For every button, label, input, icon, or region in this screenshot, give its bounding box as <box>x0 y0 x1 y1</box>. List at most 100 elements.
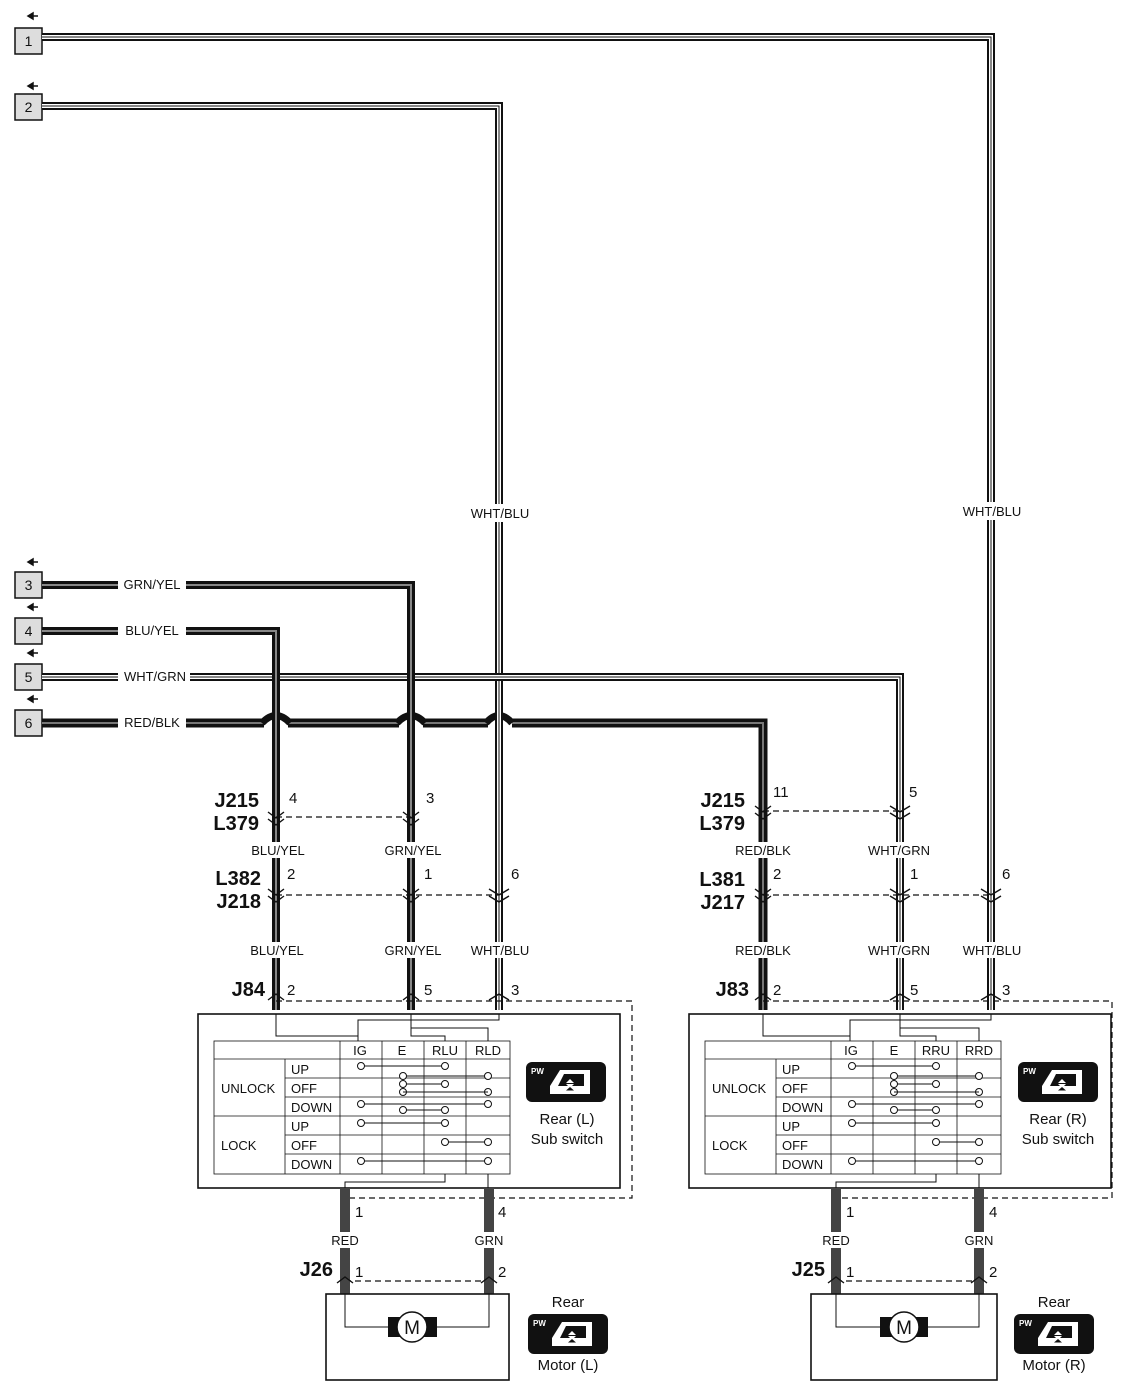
svg-text:11: 11 <box>773 784 789 801</box>
svg-text:UP: UP <box>291 1119 309 1134</box>
svg-text:OFF: OFF <box>291 1138 317 1153</box>
svg-text:1: 1 <box>846 1264 854 1281</box>
svg-text:1: 1 <box>910 866 918 883</box>
svg-text:Motor (L): Motor (L) <box>538 1357 599 1374</box>
svg-text:RLU: RLU <box>432 1043 458 1058</box>
svg-text:WHT/BLU: WHT/BLU <box>471 506 530 521</box>
svg-text:IG: IG <box>353 1043 367 1058</box>
right-switch-pw-icon <box>1018 1062 1098 1102</box>
svg-text:UP: UP <box>291 1062 309 1077</box>
wire-red-blk <box>42 718 768 1010</box>
svg-text:LOCK: LOCK <box>712 1138 748 1153</box>
ref-box-6: 6 <box>14 694 43 737</box>
svg-text:Rear: Rear <box>552 1294 585 1311</box>
svg-text:WHT/GRN: WHT/GRN <box>124 669 186 684</box>
svg-text:J217: J217 <box>701 892 746 914</box>
wire-crossovers <box>259 700 515 745</box>
svg-text:RRU: RRU <box>922 1043 950 1058</box>
wire-label-wht-blu-right: WHT/BLU <box>960 502 1024 520</box>
svg-text:UP: UP <box>782 1119 800 1134</box>
svg-text:RED: RED <box>822 1233 849 1248</box>
right-motor-pw-icon <box>1014 1314 1094 1354</box>
svg-text:J84: J84 <box>232 979 266 1001</box>
svg-text:6: 6 <box>25 715 33 731</box>
ref-box-4: 4 <box>14 602 43 645</box>
left-motor-pw-icon <box>528 1314 608 1354</box>
svg-text:3: 3 <box>426 790 434 807</box>
wire-labels-mid: BLU/YEL GRN/YEL RED/BLK WHT/GRN BLU/YEL … <box>248 842 1024 958</box>
svg-text:1: 1 <box>355 1204 363 1221</box>
svg-text:2: 2 <box>287 866 295 883</box>
svg-text:Rear: Rear <box>1038 1294 1071 1311</box>
svg-text:J26: J26 <box>300 1259 333 1281</box>
svg-text:E: E <box>398 1043 407 1058</box>
ref-box-5: 5 <box>14 648 43 691</box>
svg-text:4: 4 <box>25 623 33 639</box>
svg-text:DOWN: DOWN <box>782 1100 823 1115</box>
svg-text:GRN/YEL: GRN/YEL <box>384 943 441 958</box>
svg-text:WHT/GRN: WHT/GRN <box>868 943 930 958</box>
svg-text:WHT/BLU: WHT/BLU <box>471 943 530 958</box>
wire-label-blu-yel-top: BLU/YEL <box>118 621 186 639</box>
svg-text:WHT/GRN: WHT/GRN <box>868 843 930 858</box>
svg-text:L381: L381 <box>699 869 745 891</box>
ref-box-2: 2 <box>14 81 43 121</box>
svg-text:RLD: RLD <box>475 1043 501 1058</box>
left-motor: M Rear Motor (L) <box>325 1293 608 1381</box>
svg-text:UP: UP <box>782 1062 800 1077</box>
svg-text:5: 5 <box>424 982 432 999</box>
svg-text:2: 2 <box>989 1264 997 1281</box>
svg-text:2: 2 <box>25 99 33 115</box>
svg-text:GRN/YEL: GRN/YEL <box>123 577 180 592</box>
svg-text:3: 3 <box>1002 982 1010 999</box>
svg-text:BLU/YEL: BLU/YEL <box>125 623 178 638</box>
svg-text:J215: J215 <box>701 790 746 812</box>
wire-label-red-blk-top: RED/BLK <box>118 713 186 731</box>
svg-text:GRN: GRN <box>475 1233 504 1248</box>
svg-text:J83: J83 <box>716 979 749 1001</box>
svg-text:GRN: GRN <box>965 1233 994 1248</box>
svg-text:GRN/YEL: GRN/YEL <box>384 843 441 858</box>
svg-text:Sub switch: Sub switch <box>1022 1131 1095 1148</box>
svg-text:3: 3 <box>511 982 519 999</box>
svg-text:L379: L379 <box>213 813 259 835</box>
motor-wires: RED GRN RED GRN <box>320 1188 1002 1294</box>
svg-text:3: 3 <box>25 577 33 593</box>
svg-text:1: 1 <box>355 1264 363 1281</box>
svg-text:UNLOCK: UNLOCK <box>221 1081 276 1096</box>
svg-text:6: 6 <box>511 866 519 883</box>
svg-text:J218: J218 <box>217 891 262 913</box>
svg-text:OFF: OFF <box>782 1081 808 1096</box>
svg-text:UNLOCK: UNLOCK <box>712 1081 767 1096</box>
svg-text:4: 4 <box>289 790 297 807</box>
svg-text:WHT/BLU: WHT/BLU <box>963 504 1022 519</box>
ref-box-3: 3 <box>14 557 43 599</box>
svg-text:J215: J215 <box>215 790 260 812</box>
svg-text:1: 1 <box>424 866 432 883</box>
svg-text:RED/BLK: RED/BLK <box>124 715 180 730</box>
left-switch-pw-icon <box>526 1062 606 1102</box>
svg-text:1: 1 <box>25 33 33 49</box>
svg-text:DOWN: DOWN <box>291 1157 332 1172</box>
svg-text:DOWN: DOWN <box>291 1100 332 1115</box>
svg-text:OFF: OFF <box>291 1081 317 1096</box>
wire-wht-grn <box>42 673 904 1010</box>
svg-text:Rear (L): Rear (L) <box>539 1111 594 1128</box>
svg-text:L379: L379 <box>699 813 745 835</box>
svg-text:M: M <box>404 1318 420 1339</box>
svg-text:J25: J25 <box>792 1259 825 1281</box>
svg-text:IG: IG <box>844 1043 858 1058</box>
svg-text:4: 4 <box>989 1204 997 1221</box>
svg-text:BLU/YEL: BLU/YEL <box>250 943 303 958</box>
svg-text:2: 2 <box>773 982 781 999</box>
right-motor: M Rear Motor (R) <box>810 1293 1094 1381</box>
svg-text:RED: RED <box>331 1233 358 1248</box>
svg-text:Motor (R): Motor (R) <box>1022 1357 1085 1374</box>
svg-text:1: 1 <box>846 1204 854 1221</box>
svg-text:5: 5 <box>909 784 917 801</box>
svg-text:Sub switch: Sub switch <box>531 1131 604 1148</box>
svg-text:DOWN: DOWN <box>782 1157 823 1172</box>
svg-text:OFF: OFF <box>782 1138 808 1153</box>
svg-text:2: 2 <box>498 1264 506 1281</box>
